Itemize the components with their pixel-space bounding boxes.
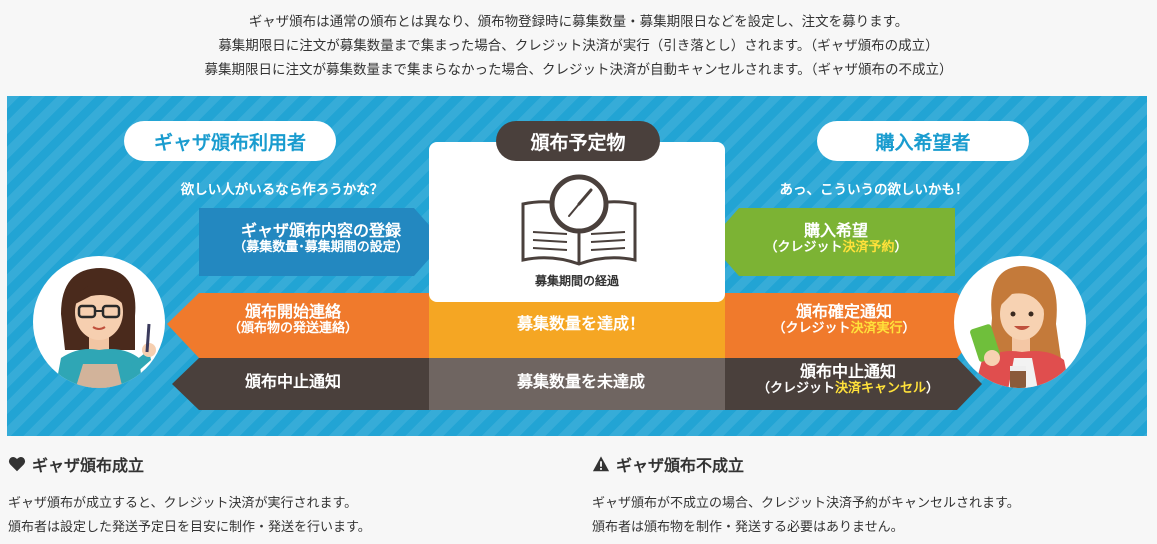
stop-left-label: 頒布中止通知 [193,372,393,391]
success-line: ギャザ頒布が成立すると、クレジット決済が実行されます。 [8,492,371,516]
stop-right-sub-highlight: 決済キャンセル [835,381,926,396]
achieved-label: 募集数量を達成！ [431,314,731,333]
item-title: 頒布予定物 [496,121,660,161]
warning-icon [592,455,610,473]
fail-line: ギャザ頒布が不成立の場合、クレジット決済予約がキャンセルされます。 [592,492,1020,516]
clock-book-icon [517,174,641,274]
request-step: 購入希望 （クレジット決済予約） [725,221,947,256]
confirm-sub-prefix: （クレジット [772,321,850,336]
unmet-label: 募集数量を未達成 [431,372,731,391]
intro-line: ギャザ頒布は通常の頒布とは異なり、頒布物登録時に募集数量・募集期限日などを設定し… [0,10,1157,34]
success-section: ギャザ頒布成立 ギャザ頒布が成立すると、クレジット決済が実行されます。 頒布者は… [8,452,371,540]
request-sub-suffix: ） [895,240,908,255]
register-sub: （募集数量･募集期間の設定） [205,240,437,256]
intro-line: 募集期限日に注文が募集数量まで集まらなかった場合、クレジット決済が自動キャンセル… [0,58,1157,82]
register-step: ギャザ頒布内容の登録 （募集数量･募集期間の設定） [205,221,437,256]
intro-text: ギャザ頒布は通常の頒布とは異なり、頒布物登録時に募集数量・募集期限日などを設定し… [0,10,1157,82]
confirm-sub: （クレジット決済実行） [735,321,953,337]
request-sub-highlight: 決済予約 [842,240,894,255]
stop-right-sub: （クレジット決済キャンセル） [735,381,961,397]
buyer-thought: あっ、こういうの欲しいかも！ [749,178,999,198]
request-sub-prefix: （クレジット [764,240,842,255]
confirm-step: 頒布確定通知 （クレジット決済実行） [735,302,953,337]
confirm-main: 頒布確定通知 [735,302,953,321]
fail-line: 頒布者は頒布物を制作・発送する必要はありません。 [592,516,1020,540]
creator-avatar [31,254,167,390]
success-title: ギャザ頒布成立 [32,452,144,476]
buyer-title-pill: 購入希望者 [817,121,1029,161]
request-sub: （クレジット決済予約） [725,240,947,256]
stop-right-sub-suffix: ） [926,381,939,396]
stop-right-sub-prefix: （クレジット [757,381,835,396]
register-main: ギャザ頒布内容の登録 [205,221,437,240]
buyer-avatar [952,254,1088,390]
fail-title: ギャザ頒布不成立 [616,452,744,476]
fail-heading: ギャザ頒布不成立 [592,452,1020,476]
flow-diagram: ギャザ頒布利用者 購入希望者 欲しい人がいるなら作ろうかな？ あっ、こういうの欲… [7,96,1147,436]
elapsed-caption: 募集期間の経過 [429,272,725,289]
confirm-sub-highlight: 決済実行 [850,321,902,336]
start-sub: （頒布物の発送連絡） [193,321,393,337]
stop-right-main: 頒布中止通知 [735,362,961,381]
request-main: 購入希望 [725,221,947,240]
user-thought: 欲しい人がいるなら作ろうかな？ [157,178,407,198]
success-heading: ギャザ頒布成立 [8,452,371,476]
heart-icon [8,455,26,473]
start-main: 頒布開始連絡 [193,302,393,321]
success-line: 頒布者は設定した発送予定日を目安に制作・発送を行います。 [8,516,371,540]
fail-section: ギャザ頒布不成立 ギャザ頒布が不成立の場合、クレジット決済予約がキャンセルされま… [592,452,1020,540]
user-title-pill: ギャザ頒布利用者 [124,121,336,161]
start-step: 頒布開始連絡 （頒布物の発送連絡） [193,302,393,337]
stop-right-step: 頒布中止通知 （クレジット決済キャンセル） [735,362,961,397]
confirm-sub-suffix: ） [903,321,916,336]
intro-line: 募集期限日に注文が募集数量まで集まった場合、クレジット決済が実行（引き落とし）さ… [0,34,1157,58]
